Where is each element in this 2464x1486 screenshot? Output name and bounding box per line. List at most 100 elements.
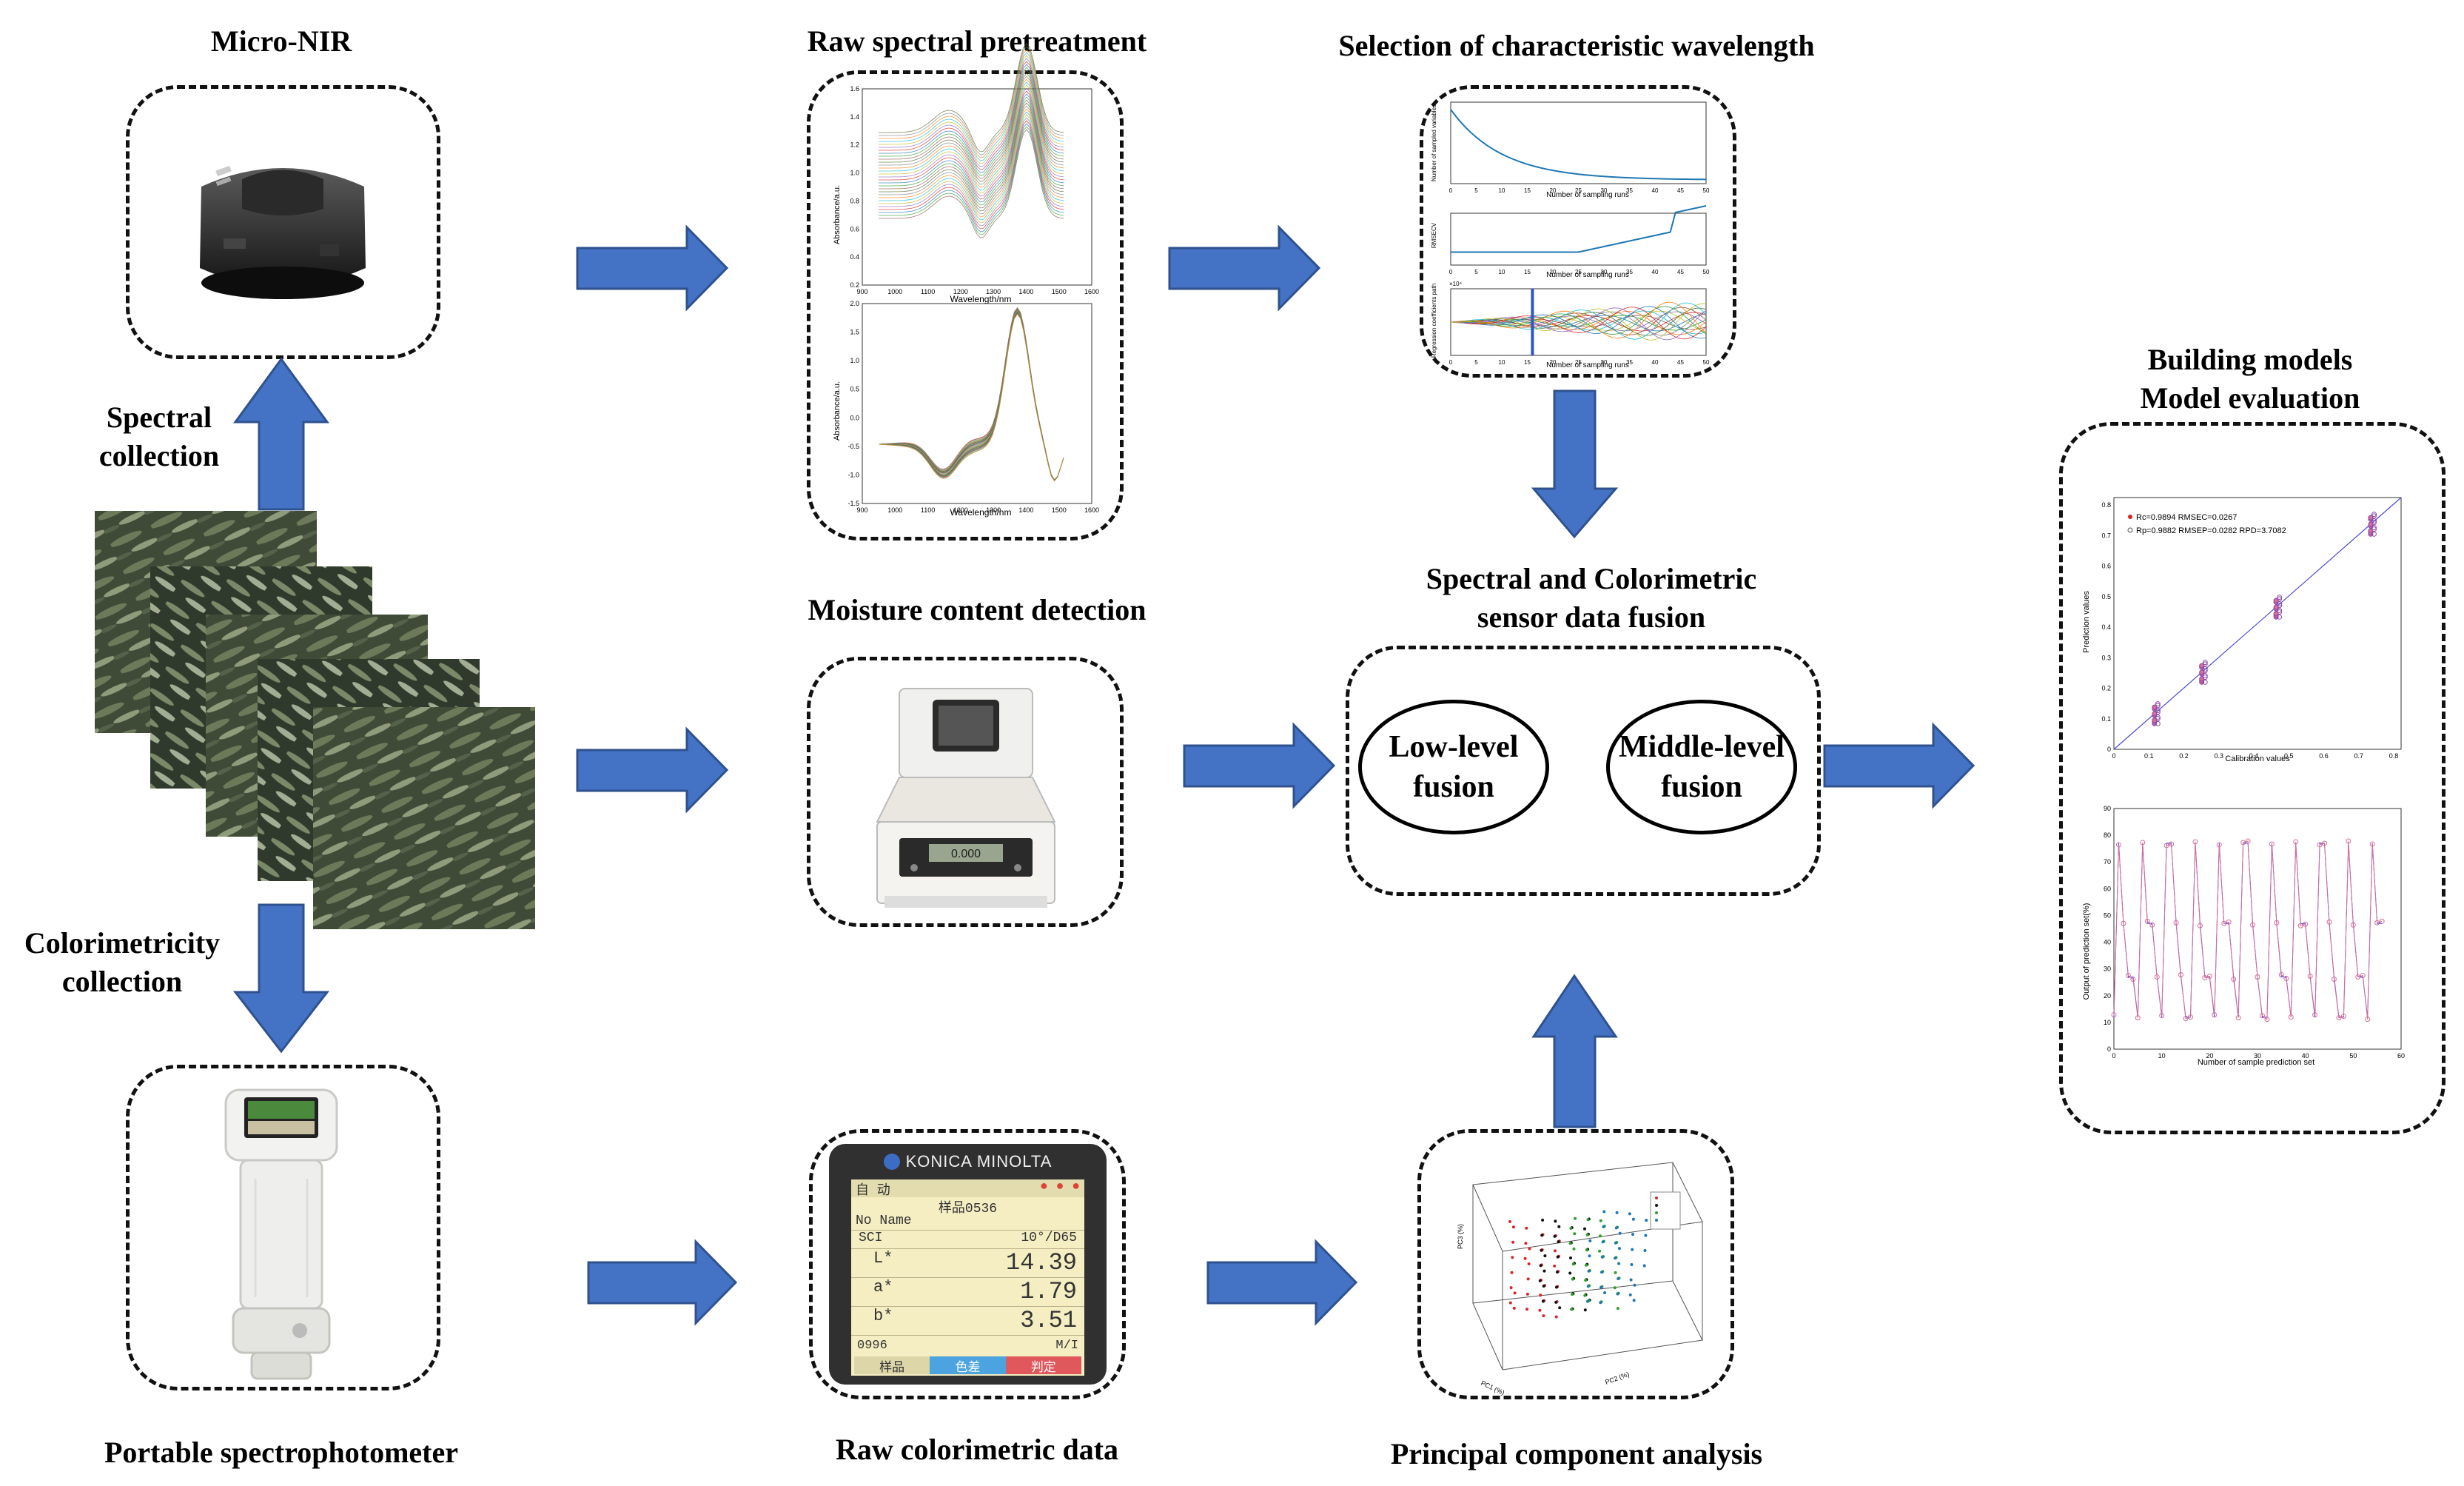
predicted-point	[2379, 918, 2385, 924]
y-tick-label: 1.4	[850, 113, 859, 121]
x-tick-label: 5	[1474, 269, 1478, 275]
spectrum-line	[879, 111, 1064, 221]
y-tick-label: 0.7	[2101, 532, 2111, 539]
pca-point	[1632, 1299, 1636, 1302]
softkey-judge[interactable]: 判定	[1005, 1356, 1081, 1376]
prediction-point	[2371, 518, 2377, 524]
footer-id: 0996	[857, 1339, 887, 1353]
y-tick-label: 50	[2104, 911, 2111, 919]
eval-bottom-ylabel: Output of prediction set(%)	[2082, 903, 2091, 1000]
pca-point	[1542, 1314, 1545, 1318]
coefficient-path	[1450, 307, 1707, 341]
preprocessed-spectrum-line	[878, 313, 1064, 482]
arrow-right-pretreatment	[576, 224, 729, 312]
spectrum-line	[879, 70, 1064, 179]
prediction-point	[2152, 711, 2158, 717]
x-tick-label: 900	[856, 506, 867, 514]
pca-point	[1630, 1263, 1634, 1266]
sample-id: 样品0536	[938, 1202, 998, 1216]
x-tick-label: 0	[2112, 752, 2115, 760]
pca-point	[1555, 1271, 1559, 1274]
softkey-diff[interactable]: 色差	[930, 1356, 1006, 1376]
pca-point	[1509, 1286, 1513, 1290]
tea-photo-5	[313, 707, 535, 929]
pca-point	[1571, 1277, 1574, 1281]
pca-point	[1541, 1299, 1545, 1303]
y-tick-label: 40	[2104, 939, 2111, 946]
cars-p3-ylabel: Regression coefficients path	[1431, 284, 1437, 358]
x-tick-label: 45	[1677, 359, 1684, 366]
l-label: L*	[873, 1249, 893, 1268]
pca-point	[1599, 1285, 1603, 1289]
y-tick-label: -0.5	[847, 443, 859, 450]
spectra-box	[807, 70, 1124, 540]
y-tick-label: 0.2	[2101, 685, 2111, 692]
preprocessed-spectrum-line	[878, 313, 1064, 482]
plot-frame	[1450, 212, 1707, 266]
balance-display: 0.000	[951, 848, 981, 860]
arrow-right-pca	[1206, 1239, 1358, 1326]
x-tick-label: 0.1	[2144, 752, 2154, 760]
plot-frame	[2113, 497, 2402, 750]
spectrum-line	[879, 73, 1064, 182]
preprocessed-spectrum-line	[878, 308, 1064, 481]
y-tick-label: 1.0	[850, 357, 859, 364]
x-tick-label: 0.6	[2319, 752, 2329, 760]
pca-point	[1587, 1269, 1591, 1273]
x-tick-label: 15	[1524, 187, 1531, 194]
prediction-point	[2155, 708, 2161, 714]
pca-point	[1588, 1254, 1591, 1258]
spectrum-line	[879, 93, 1064, 203]
spectrum-line	[879, 129, 1064, 238]
arrow-down-fusion	[1531, 389, 1619, 539]
pca-point	[1557, 1240, 1560, 1244]
y-tick-label: 1.0	[850, 170, 859, 177]
y-tick-label: 2.0	[850, 300, 859, 307]
y-tick-label: 20	[2104, 992, 2111, 1000]
y-tick-label: 30	[2104, 965, 2111, 973]
predicted-line	[2113, 840, 2383, 1020]
pca-point	[1543, 1254, 1547, 1258]
pca-point	[1643, 1249, 1647, 1252]
x-tick-label: 1500	[1052, 288, 1067, 295]
prediction-point	[2155, 720, 2161, 726]
pca-point	[1542, 1285, 1545, 1288]
x-tick-label: 35	[1626, 187, 1633, 194]
y-tick-label: 0	[2107, 1045, 2111, 1053]
pca-point	[1586, 1285, 1590, 1288]
eval-top-xlabel: Calibration values	[2225, 754, 2290, 763]
pca-point	[1571, 1262, 1575, 1266]
fusion-title-1: Spectral and Colorimetric	[1426, 562, 1757, 595]
pca-point	[1585, 1263, 1588, 1267]
y-tick-label: 1.2	[850, 141, 859, 149]
x-tick-label: 10	[1499, 359, 1505, 366]
x-tick-label: 0.5	[2284, 752, 2294, 760]
preprocessed-spectrum-line	[878, 313, 1064, 482]
y-tick-label: 0.4	[850, 253, 859, 261]
prediction-point	[2371, 524, 2377, 530]
prediction-point	[2277, 595, 2283, 600]
b-label: b*	[873, 1307, 893, 1325]
x-tick-label: 60	[2397, 1052, 2405, 1060]
pca-point	[1613, 1286, 1617, 1290]
softkey-sample[interactable]: 样品	[854, 1356, 930, 1376]
pca-point	[1585, 1233, 1589, 1236]
pca-axis-z: PC3 (%)	[1457, 1224, 1464, 1249]
pca-point	[1539, 1264, 1542, 1268]
x-tick-label: 1100	[921, 506, 935, 514]
colorimeter-brand: KONICA MINOLTA	[905, 1152, 1053, 1171]
x-tick-label: 1300	[986, 288, 1001, 295]
pca-point	[1540, 1248, 1543, 1252]
model-evaluation-label: Model evaluation	[2140, 381, 2360, 415]
pca-point	[1629, 1278, 1633, 1282]
pca-point	[1618, 1231, 1622, 1235]
pca-point	[1573, 1232, 1577, 1236]
pca-point	[1616, 1307, 1619, 1311]
preprocessed-spectrum-line	[878, 312, 1064, 481]
coefficient-path	[1450, 307, 1707, 335]
x-tick-label: 1200	[953, 288, 968, 295]
pca-point	[1554, 1219, 1557, 1223]
x-tick-label: 30	[1601, 269, 1608, 275]
spectrum-line	[879, 43, 1064, 153]
